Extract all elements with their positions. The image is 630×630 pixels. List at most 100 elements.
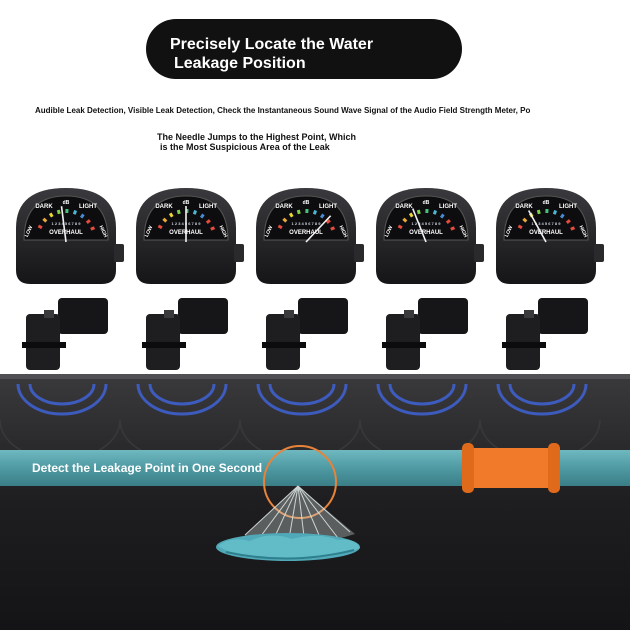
leak-point-ring: [263, 445, 337, 519]
gauge-needle: [412, 208, 427, 243]
gauge-label-light: LIGHT: [559, 204, 577, 210]
gauge-label-dark: DARK: [515, 204, 533, 210]
gauge-scale-mark: [397, 224, 403, 230]
gauge-needle: [60, 206, 67, 243]
gauge-label-overhaul: OVERHAUL: [289, 230, 323, 236]
gauge-scale-mark: [536, 209, 541, 215]
gauge-scale-mark: [56, 209, 61, 215]
gauge-dial-face: [263, 195, 349, 241]
detector-side-knob: [474, 244, 484, 262]
bracket-clip-ring: [22, 342, 66, 348]
gauge-scale-numbers: 1 2 3 4 5 6 7 8 9: [52, 221, 82, 226]
bracket-upper-block: [178, 298, 228, 334]
gauge-scale-mark: [277, 224, 283, 230]
gauge-scale-mark: [288, 212, 294, 218]
gauge-scale-mark: [282, 217, 288, 223]
detector-side-knob: [234, 244, 244, 262]
gauge-scale-mark: [432, 210, 438, 215]
gauge-scale-mark: [176, 209, 181, 215]
gauge-scale-mark: [565, 219, 571, 224]
gauge-scale-mark: [72, 210, 78, 215]
gauge-label-low: LOW: [24, 225, 34, 238]
bracket-screw: [524, 310, 534, 318]
bracket-upper-block: [418, 298, 468, 334]
leak-spray-mist: [240, 486, 355, 545]
gauge-label-db: dB: [303, 200, 310, 206]
leak-detector-5: DARK dB LIGHT LOW HIGH 1 2 3 4 5 6 7 8 9 OVERH…: [496, 188, 604, 370]
gauge-dial-face: [383, 195, 469, 241]
gauge-scale-mark: [408, 212, 414, 218]
bracket-upper-block: [298, 298, 348, 334]
title-line-1: Precisely Locate the Water: [170, 36, 374, 53]
gauge-scale-mark: [319, 213, 325, 219]
gauge-scale-mark: [439, 213, 445, 219]
gauge-label-high: HIGH: [458, 225, 469, 239]
gauge-label-high: HIGH: [578, 225, 589, 239]
gauge-label-overhaul: OVERHAUL: [529, 230, 563, 236]
gauge-dial-face: [23, 195, 109, 241]
gauge-scale-numbers: 1 2 3 4 5 6 7 8 9: [412, 221, 442, 226]
gauge-scale-mark: [559, 213, 565, 219]
gauge-scale-mark: [517, 224, 523, 230]
gauge-label-high: HIGH: [218, 225, 229, 239]
gauge-scale-mark: [90, 226, 96, 231]
needle-note: The Needle Jumps to the Highest Point, W…: [157, 132, 477, 152]
gauge-label-dark: DARK: [35, 204, 53, 210]
gauge-label-light: LIGHT: [319, 204, 337, 210]
ground-top-edge: [0, 374, 630, 379]
gauge-needle: [305, 215, 332, 243]
gauge-label-high: HIGH: [338, 225, 349, 239]
bracket-screw: [404, 310, 414, 318]
gauge-needle: [527, 210, 547, 243]
gauge-scale-mark: [522, 217, 528, 223]
gauge-scale-mark: [192, 210, 198, 215]
gauge-scale-mark: [199, 213, 205, 219]
gauge-label-low: LOW: [384, 225, 394, 238]
gauge-label-light: LIGHT: [439, 204, 457, 210]
gauge-label-high: HIGH: [98, 225, 109, 239]
gauge-label-light: LIGHT: [79, 204, 97, 210]
gauge-label-overhaul: OVERHAUL: [49, 230, 83, 236]
gauge-scale-mark: [570, 226, 576, 231]
note-line-1: The Needle Jumps to the Highest Point, W…: [157, 132, 357, 142]
detector-side-knob: [354, 244, 364, 262]
gauge-scale-mark: [42, 217, 48, 223]
gauge-scale-mark: [450, 226, 456, 231]
gauge-scale-mark: [445, 219, 451, 224]
gauge-scale-mark: [48, 212, 54, 218]
gauge-scale-numbers: 1 2 3 4 5 6 7 8 9: [292, 221, 322, 226]
gauge-scale-mark: [85, 219, 91, 224]
note-line-2: is the Most Suspicious Area of the Leak: [160, 142, 330, 152]
gauge-scale-mark: [157, 224, 163, 230]
gauge-label-low: LOW: [144, 225, 154, 238]
gauge-scale-mark: [37, 224, 43, 230]
gauge-scale-mark: [79, 213, 85, 219]
pipe-clamp: [462, 443, 560, 493]
bracket-clip-ring: [382, 342, 426, 348]
bracket-screw: [284, 310, 294, 318]
sound-waves: [16, 383, 588, 416]
gauge-scale-numbers: 1 2 3 4 5 6 7 8 9: [532, 221, 562, 226]
title-line-2: Leakage Position: [174, 55, 306, 72]
gauge-label-db: dB: [183, 200, 190, 206]
gauge-scale-mark: [416, 209, 421, 215]
gauge-scale-mark: [210, 226, 216, 231]
gauge-scale-mark: [325, 219, 331, 224]
gauge-scale-mark: [296, 209, 301, 215]
gauge-label-light: LIGHT: [199, 204, 217, 210]
bracket-clip-ring: [142, 342, 186, 348]
gauge-label-dark: DARK: [155, 204, 173, 210]
gauge-label-low: LOW: [504, 225, 514, 238]
gauge-scale-mark: [330, 226, 336, 231]
gauge-label-db: dB: [543, 200, 550, 206]
title-banner: Precisely Locate the Water Leakage Posit…: [146, 19, 462, 79]
bracket-screw: [44, 310, 54, 318]
detect-banner-text: Detect the Leakage Point in One Second: [32, 461, 263, 475]
gauge-label-overhaul: OVERHAUL: [409, 230, 443, 236]
gauge-label-low: LOW: [264, 225, 274, 238]
